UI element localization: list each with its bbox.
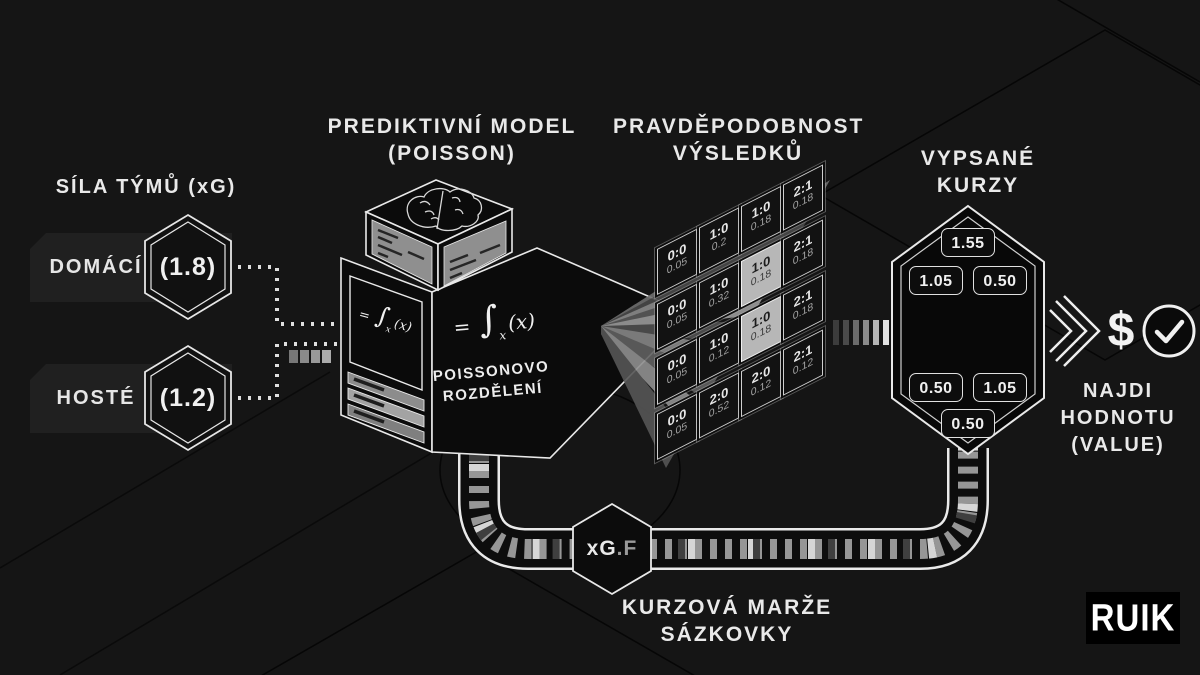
model-title-line2: (POISSON) [388, 142, 516, 165]
grid-title-line1: PRAVDĚPODOBNOST [613, 115, 865, 138]
model-title-line1: PREDIKTIVNÍ MODEL [327, 115, 577, 138]
odds-badge: 1.55 [941, 228, 995, 257]
dollar-icon: $ [1107, 304, 1135, 357]
input-data-dashes [289, 350, 331, 363]
grid-to-odds-dashes [833, 320, 889, 345]
prediction-machine [340, 179, 665, 459]
team-home-xg: (1.8) [159, 253, 217, 281]
margin-hex-label: xG.F [586, 537, 638, 560]
odds-badge: 0.50 [909, 373, 963, 402]
margin-caption: KURZOVÁ MARŽE SÁZKOVKY [621, 596, 833, 646]
brand-logo: RUIK [1086, 592, 1180, 644]
margin-hexagon [572, 502, 652, 596]
grid-title: PRAVDĚPODOBNOST VÝSLEDKŮ [613, 113, 863, 167]
team-home-label: DOMÁCÍ [49, 256, 143, 278]
arrow-chevrons-icon [1049, 295, 1101, 367]
team-xg-hexagons [144, 213, 232, 452]
odds-badge: 0.50 [941, 409, 995, 438]
odds-title: VYPSANÉ KURZY [888, 145, 1068, 199]
team-away-label: HOSTÉ [56, 387, 136, 409]
check-circle-icon [1142, 304, 1196, 358]
odds-badge: 1.05 [973, 373, 1027, 402]
team-away-xg: (1.2) [159, 384, 217, 412]
input-connectors [238, 265, 339, 400]
value-label: NAJDI HODNOTU (VALUE) [1060, 380, 1176, 456]
odds-badge: 1.05 [909, 266, 963, 295]
odds-badge: 0.50 [973, 266, 1027, 295]
model-title: PREDIKTIVNÍ MODEL (POISSON) [327, 113, 577, 167]
grid-title-line2: VÝSLEDKŮ [672, 142, 804, 165]
margin-pipe [458, 426, 989, 570]
brain-icon [406, 187, 483, 232]
odds-title-line1: VYPSANÉ [920, 147, 1036, 170]
odds-title-line2: KURZY [936, 174, 1020, 197]
teams-section-title: SÍLA TÝMŮ (xG) [55, 176, 237, 198]
